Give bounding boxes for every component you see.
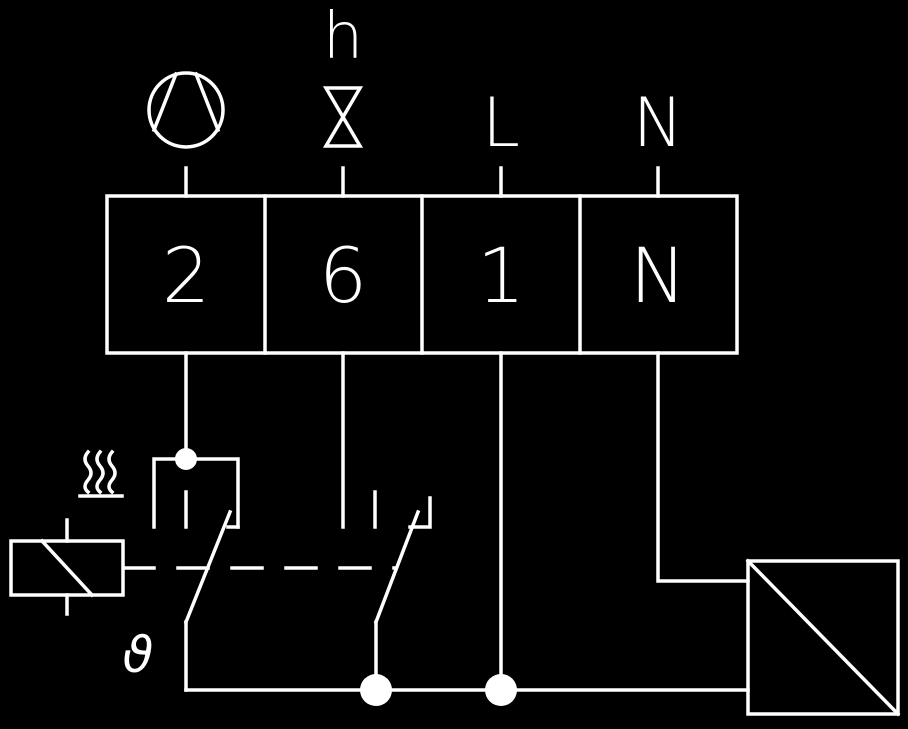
neutral-label: N — [633, 84, 684, 163]
changeover-switch — [360, 490, 517, 706]
top-leads — [184, 166, 660, 198]
terminal-number: N — [630, 231, 687, 320]
terminal-number: 6 — [319, 231, 367, 320]
relay-coil-icon — [9, 518, 125, 616]
contact-frame — [152, 457, 240, 529]
junction-dot — [175, 448, 197, 470]
converter-icon — [745, 558, 901, 717]
fan-icon — [147, 71, 225, 149]
bottom-wiring — [184, 351, 750, 692]
terminal-block: 2 6 1 N — [105, 194, 739, 355]
valve-label: h — [323, 0, 364, 74]
terminal-number: 1 — [477, 231, 525, 320]
temperature-symbol: ϑ — [123, 626, 154, 684]
line-label: L — [482, 84, 520, 163]
junction-dot — [360, 674, 392, 706]
valve-icon — [322, 86, 364, 148]
wire — [656, 351, 750, 583]
junction-dot — [485, 674, 517, 706]
contact-terminal — [408, 496, 432, 529]
heating-icon — [78, 449, 124, 498]
terminal-number: 2 — [162, 231, 210, 320]
